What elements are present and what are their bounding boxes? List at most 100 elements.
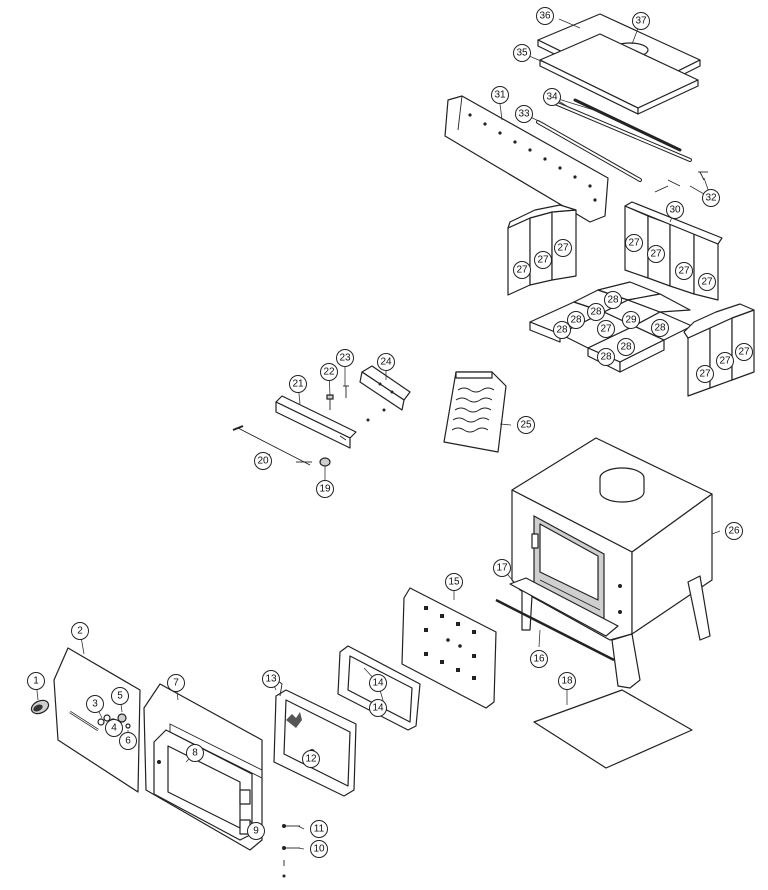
callout-16: 16	[530, 650, 548, 668]
callout-circle	[316, 480, 334, 498]
callout-17: 17	[493, 559, 511, 577]
callout-circle	[597, 348, 615, 366]
callout-circle	[530, 650, 548, 668]
callout-circle	[622, 311, 640, 329]
callout-number: 22	[323, 367, 335, 378]
callout-circle	[666, 201, 684, 219]
callout-number: 27	[678, 266, 690, 277]
callout-circle	[735, 343, 753, 361]
callout-circle	[310, 840, 328, 858]
rod-20	[232, 425, 312, 466]
floor-pad-18	[533, 689, 693, 769]
callout-circle	[105, 719, 123, 737]
callout-circle	[554, 239, 572, 257]
callout-number: 4	[111, 723, 117, 734]
callout-circle	[491, 86, 509, 104]
callout-circle	[702, 189, 720, 207]
callout-number: 16	[533, 654, 545, 665]
callout-number: 13	[265, 674, 277, 685]
callout-circle	[597, 320, 615, 338]
callout-circle	[567, 311, 585, 329]
callout-circle	[167, 674, 185, 692]
callout-circle	[320, 363, 338, 381]
callout-number: 26	[728, 526, 740, 537]
air-tubes-33-34	[536, 98, 692, 182]
callout-13: 13	[262, 670, 280, 688]
callout-circle	[625, 234, 643, 252]
callout-circle	[27, 672, 45, 690]
callout-28b: 28	[567, 311, 585, 329]
callout-3: 3	[86, 695, 104, 713]
callout-number: 27	[719, 356, 731, 367]
callout-27k: 27	[735, 343, 753, 361]
stove-body-26	[511, 437, 713, 689]
callout-28a: 28	[553, 321, 571, 339]
callout-circle	[493, 559, 511, 577]
callout-circle	[310, 820, 328, 838]
callout-37: 37	[632, 12, 650, 30]
air-slide-21	[275, 395, 357, 449]
callout-15: 15	[445, 573, 463, 591]
callout-circle	[289, 375, 307, 393]
knob-19	[319, 457, 331, 467]
callout-22: 22	[320, 363, 338, 381]
callout-27c: 27	[554, 239, 572, 257]
callout-number: 24	[380, 357, 392, 368]
callout-14a: 14	[369, 674, 387, 692]
callout-number: 15	[448, 577, 460, 588]
screws-22-23	[326, 385, 386, 422]
callout-number: 34	[546, 92, 558, 103]
callout-number: 10	[313, 844, 325, 855]
callout-circle	[86, 695, 104, 713]
callout-circle	[647, 245, 665, 263]
ash-lip-17	[495, 577, 619, 662]
callout-30: 30	[666, 201, 684, 219]
callout-circle	[696, 365, 714, 383]
heat-shield-31	[444, 95, 609, 223]
callout-9: 9	[247, 822, 265, 840]
callout-circle	[515, 105, 533, 123]
callout-circle	[71, 622, 89, 640]
callout-number: 29	[625, 315, 637, 326]
callout-circle	[513, 44, 531, 62]
callout-number: 14	[372, 703, 384, 714]
callout-27i: 27	[696, 365, 714, 383]
callout-number: 37	[635, 16, 647, 27]
callout-27g: 27	[698, 273, 716, 291]
callout-number: 27	[537, 255, 549, 266]
callout-circle	[675, 262, 693, 280]
callout-number: 27	[557, 243, 569, 254]
callout-6: 6	[119, 732, 137, 750]
callout-circle	[186, 744, 204, 762]
callout-10: 10	[310, 840, 328, 858]
callout-number: 27	[600, 324, 612, 335]
callout-28f: 28	[617, 338, 635, 356]
callout-28e: 28	[651, 319, 669, 337]
callout-circle	[587, 303, 605, 321]
callout-number: 12	[305, 754, 317, 765]
callout-24: 24	[377, 353, 395, 371]
callout-circle	[632, 12, 650, 30]
callout-circle	[336, 349, 354, 367]
callout-circle	[536, 7, 554, 25]
callout-number: 25	[520, 420, 532, 431]
callout-circle	[513, 261, 531, 279]
callout-28c: 28	[587, 303, 605, 321]
callout-number: 7	[173, 678, 179, 689]
callout-circle	[377, 353, 395, 371]
callout-circle	[604, 291, 622, 309]
callout-number: 20	[257, 456, 269, 467]
callout-number: 14	[372, 678, 384, 689]
callout-28d: 28	[604, 291, 622, 309]
callout-number: 23	[339, 353, 351, 364]
heat-shield-15	[401, 587, 497, 709]
callout-number: 31	[494, 90, 506, 101]
callout-number: 32	[705, 193, 717, 204]
callout-12: 12	[302, 750, 320, 768]
callout-circle	[558, 672, 576, 690]
glass-12	[273, 689, 357, 797]
screws-10-11	[282, 824, 300, 878]
